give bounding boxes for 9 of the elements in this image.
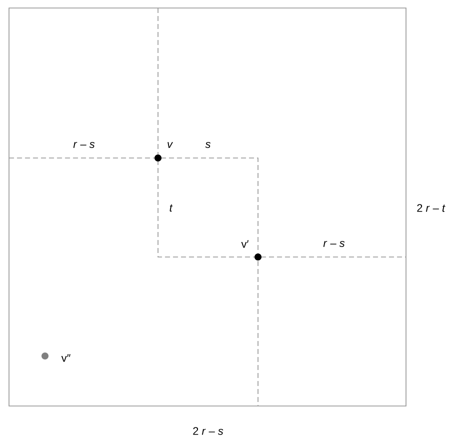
math-label: s [205,142,211,148]
math-label: r – s [323,241,345,247]
math-label: t [170,204,173,212]
math-label: v [168,142,173,148]
math-label: v′ [241,240,249,248]
math-label: r – s [73,142,95,148]
math-label: 2 r – t [417,204,446,212]
math-label: v″ [61,354,70,362]
math-label: 2 r – s [193,427,224,435]
